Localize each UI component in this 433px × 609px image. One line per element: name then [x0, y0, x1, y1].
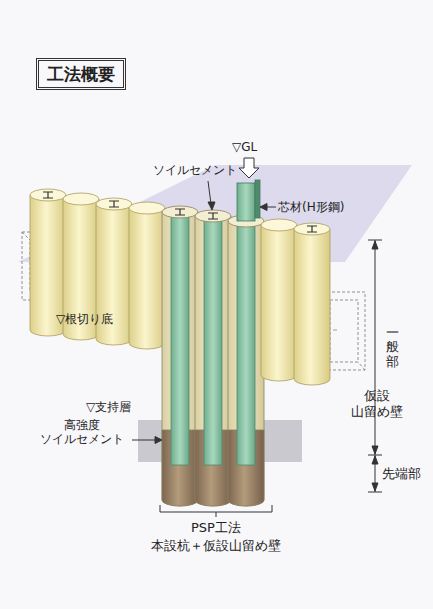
dimension-line [372, 446, 378, 454]
temporary-wall-column [261, 219, 330, 385]
core-h-beam [237, 183, 255, 221]
psp-pile-column [195, 210, 231, 222]
dimension-line [368, 240, 382, 492]
psp-pile-column [204, 216, 222, 465]
insertion-arrow [239, 158, 259, 178]
core-h-beam [237, 180, 260, 221]
range-bracket [160, 505, 272, 517]
h-beam-symbol [43, 192, 317, 232]
excavation-level-mark: ▽根切り底 [56, 312, 113, 326]
leader-line [132, 181, 276, 444]
temporary-wall-column [63, 193, 99, 205]
leader-line [155, 437, 162, 444]
psp-pile-column [162, 206, 264, 506]
leader-line [260, 204, 267, 211]
temporary-wall-column [30, 189, 66, 201]
h-beam-symbol [307, 226, 317, 232]
psp-pile-column [237, 221, 255, 465]
psp-pile-column [228, 221, 264, 506]
title-box: 工法概要 [36, 58, 126, 90]
zone-label: 先端部 [382, 466, 421, 482]
psp-pile-column [162, 206, 198, 218]
insertion-arrow [239, 158, 259, 178]
method-label: PSP工法 [146, 520, 286, 536]
temporary-wall-column [96, 198, 132, 210]
zone-label: 一般部 [386, 326, 399, 369]
h-beam-symbol [109, 201, 119, 207]
range-bracket [160, 505, 272, 517]
temporary-wall-column [129, 202, 165, 214]
material-label: ソイルセメント [153, 163, 237, 177]
h-beam-symbol [43, 192, 53, 198]
dimension-line [368, 240, 382, 492]
temporary-wall-column [294, 223, 330, 235]
h-beam-symbol [175, 209, 185, 215]
temporary-wall-column [30, 189, 165, 349]
temporary-wall-column [294, 229, 330, 385]
leader-line [132, 440, 156, 441]
bearing-layer-mark: ▽支持層 [86, 400, 131, 414]
temporary-wall-column [261, 225, 297, 381]
wall-label: 仮設 山留め壁 [346, 388, 408, 419]
leader-line [208, 202, 215, 210]
temporary-wall-column [261, 219, 297, 231]
leader-line [208, 181, 211, 204]
ground-level-mark: ▽GL [232, 140, 257, 154]
core-h-beam [255, 180, 260, 218]
method-label: 本設杭＋仮設山留め壁 [146, 538, 286, 554]
psp-pile-column [195, 216, 231, 506]
material-label: 高強度 ソイルセメント [36, 418, 128, 447]
psp-pile-column [171, 212, 189, 465]
h-beam-symbol [208, 213, 218, 219]
dimension-line [372, 483, 378, 491]
dimension-line [372, 241, 378, 249]
core-label: 芯材(H形鋼) [278, 200, 344, 214]
psp-pile-column [162, 212, 198, 506]
dimension-line [372, 456, 378, 464]
temporary-wall-column [129, 208, 165, 349]
